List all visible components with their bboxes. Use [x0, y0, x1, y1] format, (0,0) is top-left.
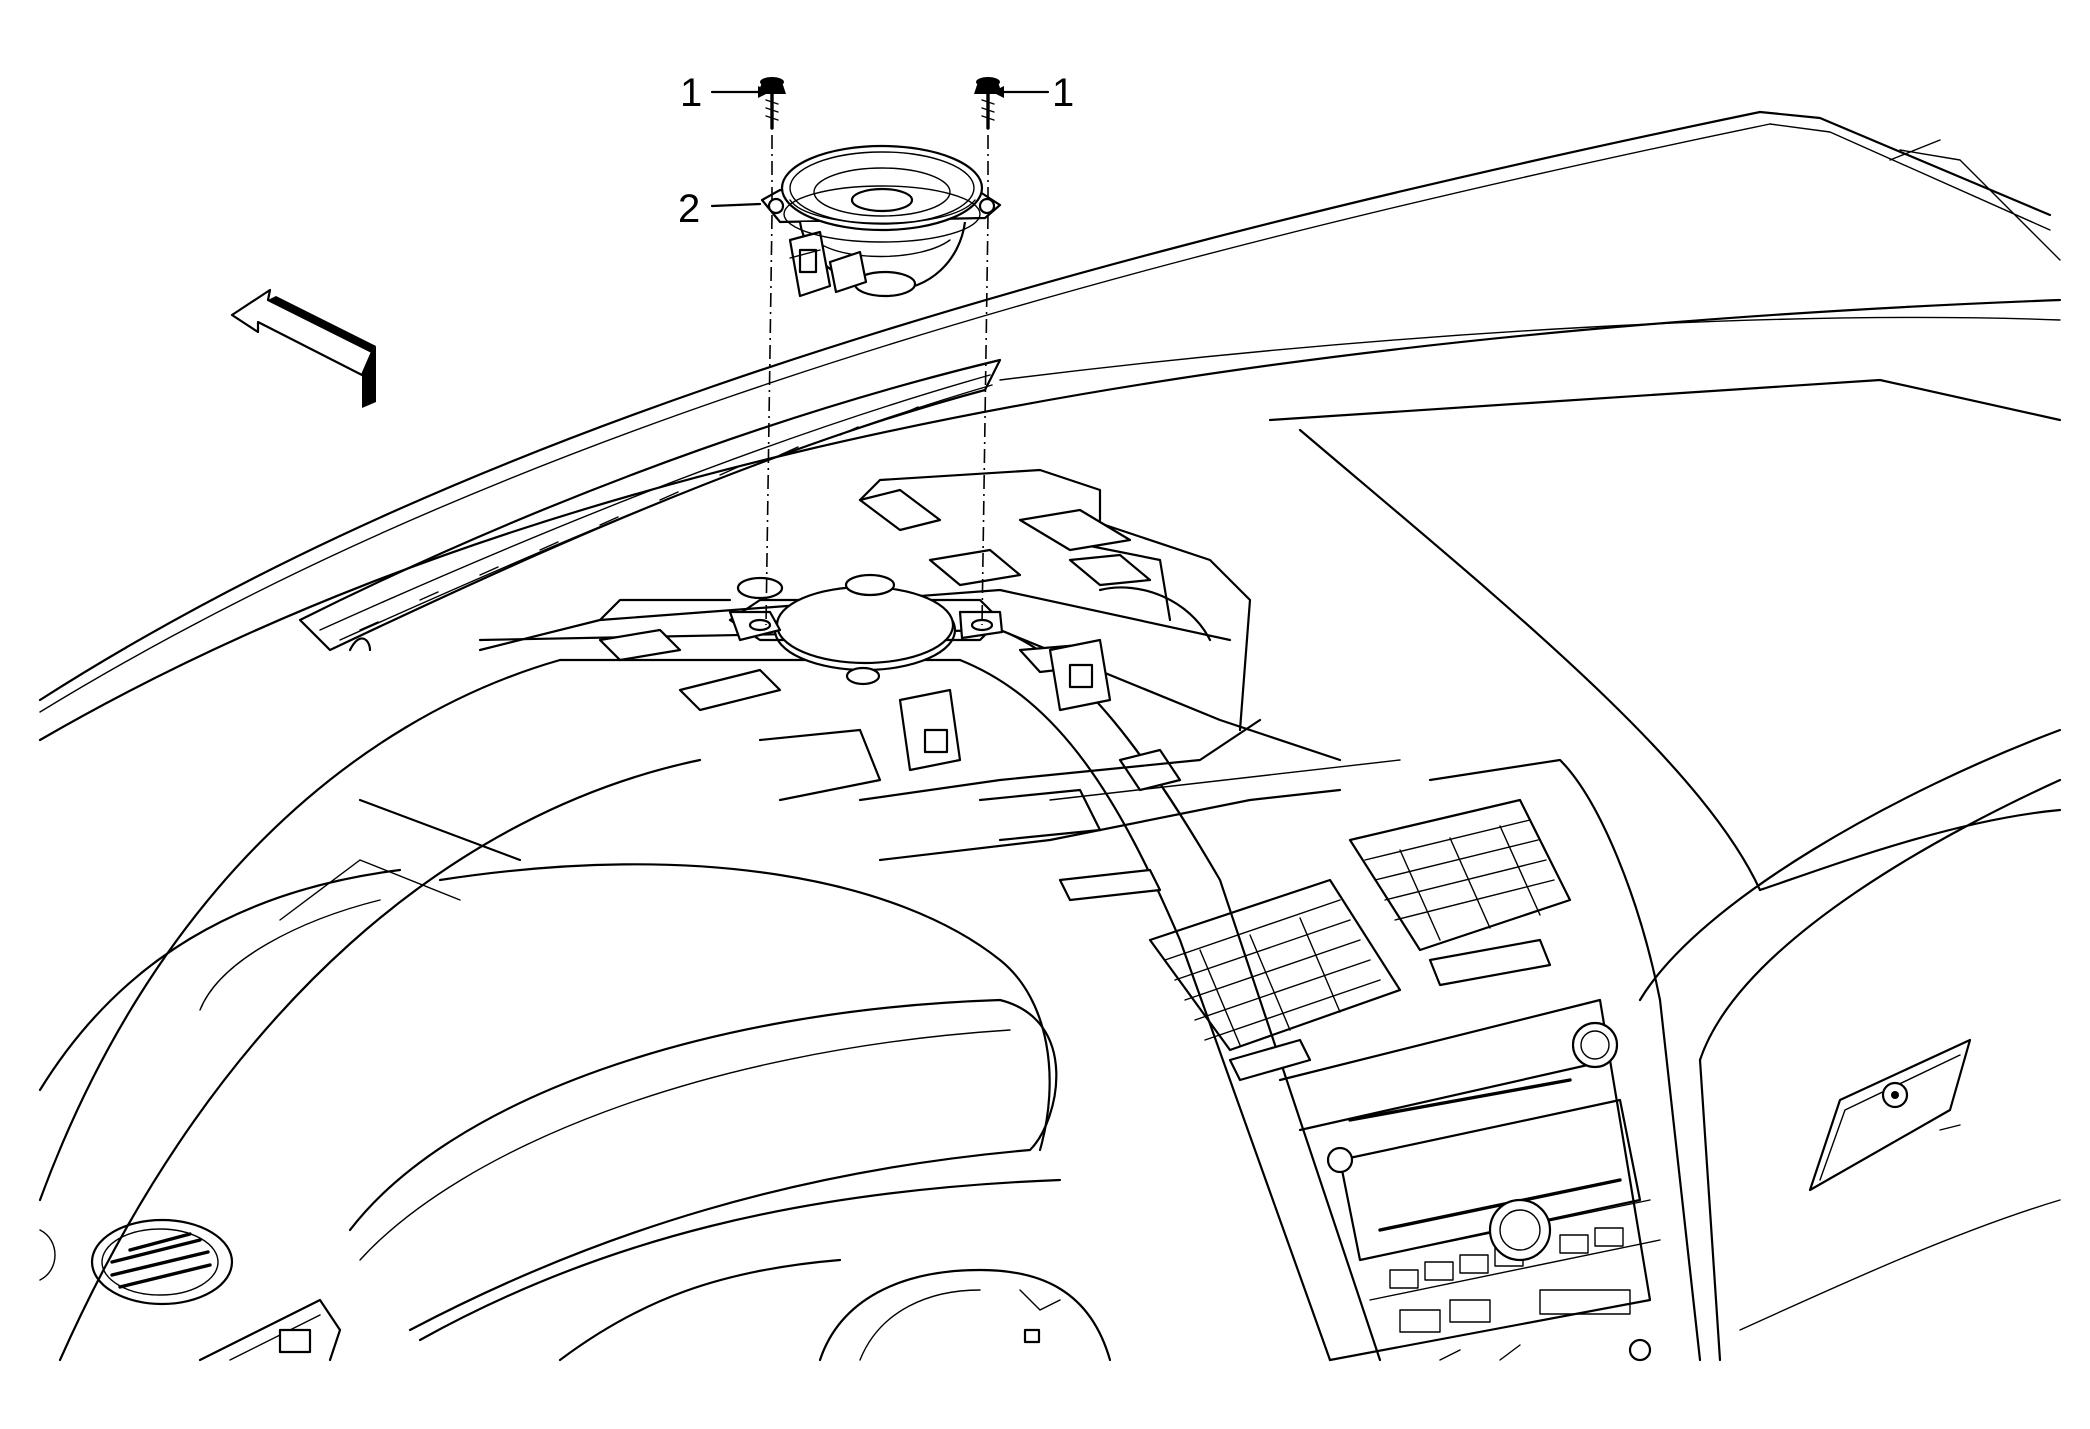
callout-2: 2: [678, 187, 700, 231]
fastener-right-icon: [974, 77, 1002, 130]
speaker-assembly: [760, 144, 1002, 298]
callout-leaders: [710, 86, 1050, 208]
instrument-panel-outline: [38, 110, 2062, 1362]
callout-1-left: 1: [680, 71, 702, 115]
callout-1-right: 1: [1052, 71, 1074, 115]
speaker-mounting-cavity: [478, 468, 1342, 902]
center-stack-surround: [38, 628, 1702, 1362]
fastener-left-icon: [758, 77, 786, 130]
radio-control-panel: [1278, 998, 1661, 1362]
front-of-vehicle-arrow-icon: [230, 288, 376, 408]
glove-box-handle: [1808, 1038, 1972, 1192]
defrost-vent-grille: [298, 358, 1002, 652]
left-side-air-vent: [39, 1218, 342, 1362]
center-air-vents: [1148, 798, 1572, 1082]
alignment-lines: [765, 135, 989, 626]
instrument-cluster-hood: [38, 798, 1112, 1362]
